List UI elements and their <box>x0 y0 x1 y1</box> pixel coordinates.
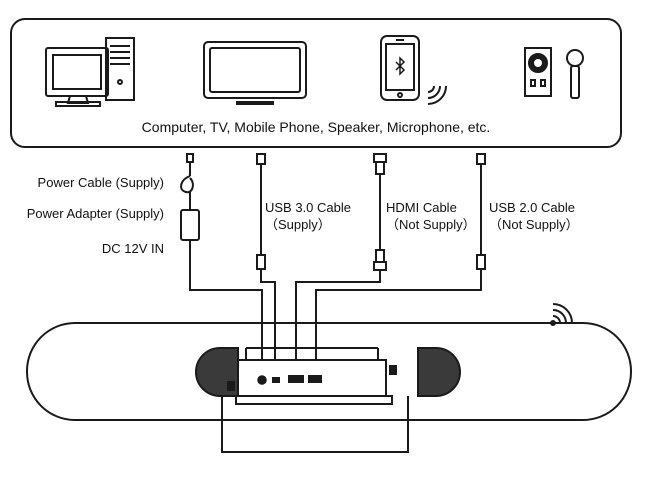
usb2-port <box>308 375 322 383</box>
usb3-cable-supply: （Supply） <box>265 217 331 232</box>
mobile-phone-icon <box>380 35 447 105</box>
speaker-icon <box>524 47 552 97</box>
devices-caption: Computer, TV, Mobile Phone, Speaker, Mic… <box>141 119 491 135</box>
usb2-cable-line <box>315 153 486 362</box>
usb2-cable-name: USB 2.0 Cable <box>489 200 575 215</box>
usb3-cable-name: USB 3.0 Cable <box>265 200 351 215</box>
devices-box <box>10 18 622 148</box>
usb3-cable-label: USB 3.0 Cable （Supply） <box>265 199 351 233</box>
hdmi-cable-supply: （Not Supply） <box>386 217 476 232</box>
stand <box>221 396 409 453</box>
hdmi-cable-label: HDMI Cable （Not Supply） <box>386 199 476 233</box>
tv-icon <box>203 41 307 105</box>
power-adapter-label: Power Adapter (Supply) <box>26 206 164 221</box>
power-cable-line <box>180 153 263 362</box>
usb3-port <box>272 377 280 383</box>
right-speaker-grille <box>417 347 461 397</box>
dc-in-port <box>257 375 267 385</box>
power-cable-label: Power Cable (Supply) <box>37 175 164 190</box>
computer-icon <box>45 37 135 107</box>
microphone-icon <box>566 49 584 99</box>
hdmi-cable-line <box>295 153 387 362</box>
wireless-icon <box>550 303 573 326</box>
dc-in-label: DC 12V IN <box>101 241 164 256</box>
hdmi-port <box>288 375 304 383</box>
usb2-cable-supply: （Not Supply） <box>489 217 579 232</box>
usb2-cable-label: USB 2.0 Cable （Not Supply） <box>489 199 579 233</box>
hdmi-cable-name: HDMI Cable <box>386 200 457 215</box>
usb3-cable-line <box>256 153 276 362</box>
soundbar-device <box>26 322 632 453</box>
